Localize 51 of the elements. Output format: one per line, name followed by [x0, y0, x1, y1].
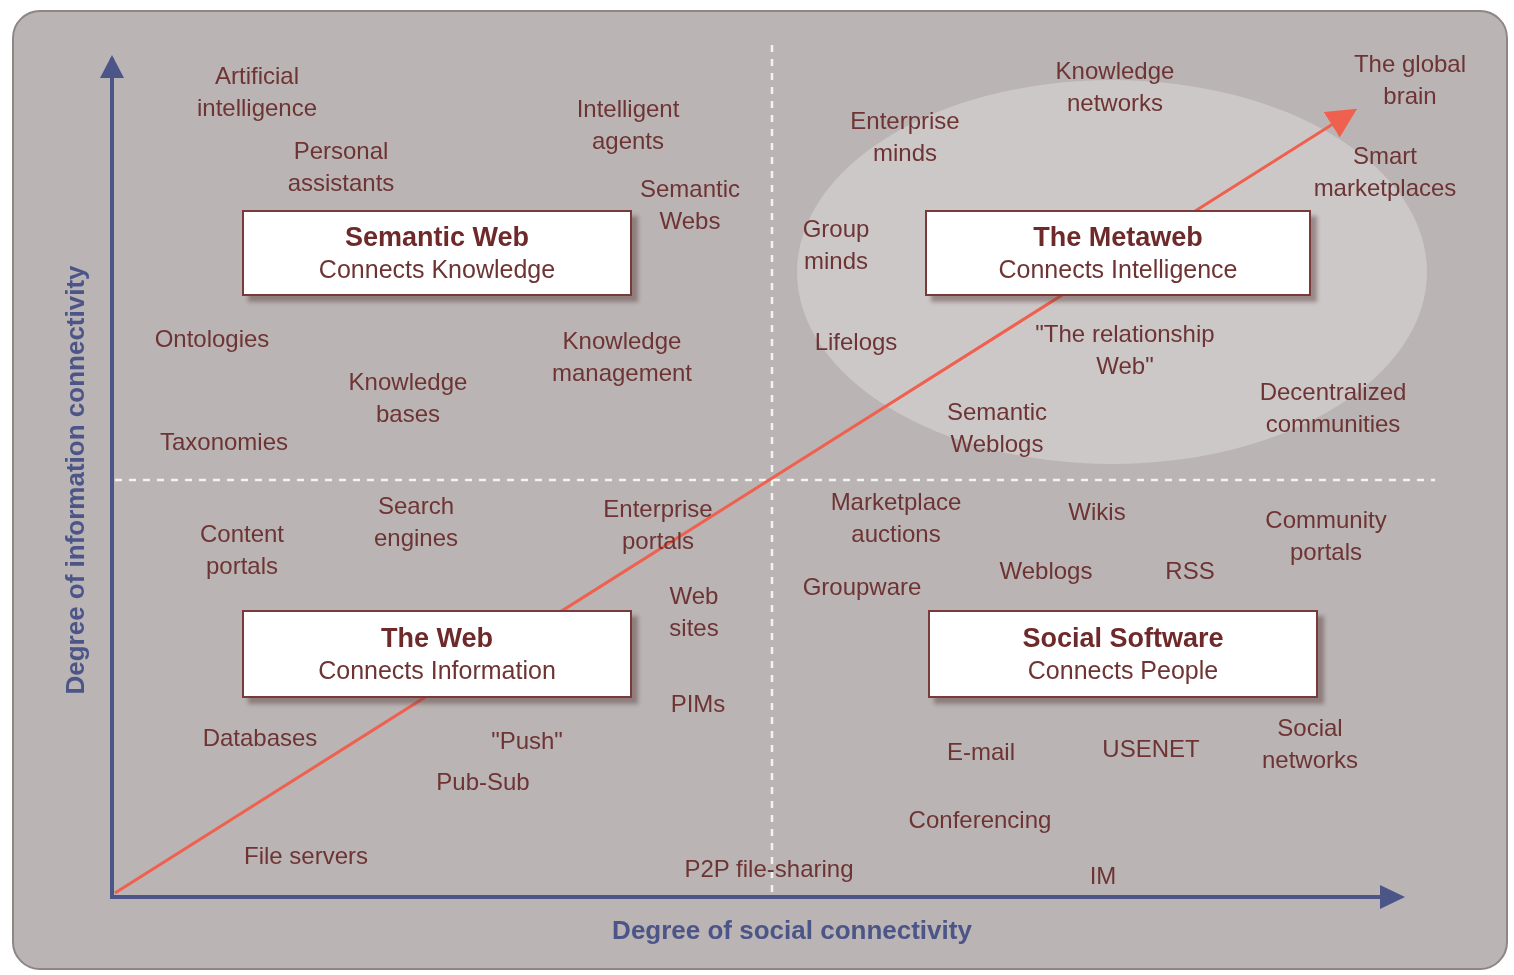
concept-label: Semantic Webs [638, 174, 741, 236]
concept-label: Search engines [372, 491, 460, 553]
concept-label: "The relationship Web" [1034, 319, 1216, 381]
box-title: Social Software [1022, 622, 1224, 654]
box-title: The Metaweb [1033, 221, 1203, 253]
concept-label: P2P file-sharing [684, 854, 854, 884]
concept-label: Conferencing [908, 805, 1052, 835]
concept-label: "Push" [491, 726, 563, 756]
concept-label: Artificial intelligence [195, 61, 319, 123]
axis-title: Degree of social connectivity [612, 914, 972, 947]
box-title: The Web [381, 622, 493, 654]
concept-label: Social networks [1260, 713, 1359, 775]
concept-label: Smart marketplaces [1312, 141, 1458, 203]
concept-label: USENET [1102, 734, 1200, 764]
concept-label: Semantic Weblogs [945, 397, 1048, 459]
concept-label: Web sites [668, 581, 720, 643]
concept-label: E-mail [947, 737, 1015, 767]
concept-label: Weblogs [999, 556, 1093, 586]
concept-label: Knowledge bases [347, 367, 469, 429]
axis-title: Degree of information connectivity [62, 265, 88, 695]
concept-label: Personal assistants [286, 136, 396, 198]
concept-label: Content portals [198, 519, 286, 581]
concept-label: The global brain [1352, 49, 1468, 111]
concept-label: Databases [202, 723, 318, 753]
concept-label: Pub-Sub [436, 767, 530, 797]
concept-label: Enterprise minds [849, 106, 961, 168]
box-subtitle: Connects Information [318, 655, 556, 686]
concept-label: Intelligent agents [575, 94, 681, 156]
concept-label: Marketplace auctions [829, 487, 963, 549]
box-title: Semantic Web [344, 221, 530, 253]
category-box [242, 610, 632, 698]
concept-label: Knowledge networks [1054, 56, 1176, 118]
concept-label: Groupware [802, 572, 922, 602]
concept-label: Knowledge management [550, 326, 694, 388]
concept-label: IM [1089, 861, 1117, 891]
concept-label: PIMs [670, 689, 726, 719]
category-box [928, 610, 1318, 698]
concept-label: RSS [1165, 556, 1215, 586]
box-subtitle: Connects People [1027, 655, 1219, 686]
concept-label: Community portals [1264, 505, 1388, 567]
concept-label: File servers [244, 841, 368, 871]
category-box [925, 210, 1311, 296]
concept-label: Ontologies [154, 324, 270, 354]
concept-label: Lifelogs [814, 327, 898, 357]
category-box [242, 210, 632, 296]
concept-label: Group minds [801, 214, 871, 276]
box-subtitle: Connects Knowledge [318, 254, 556, 285]
concept-label: Taxonomies [159, 427, 289, 457]
box-subtitle: Connects Intelligence [998, 254, 1238, 285]
concept-label: Wikis [1068, 497, 1126, 527]
concept-label: Decentralized communities [1258, 377, 1408, 439]
